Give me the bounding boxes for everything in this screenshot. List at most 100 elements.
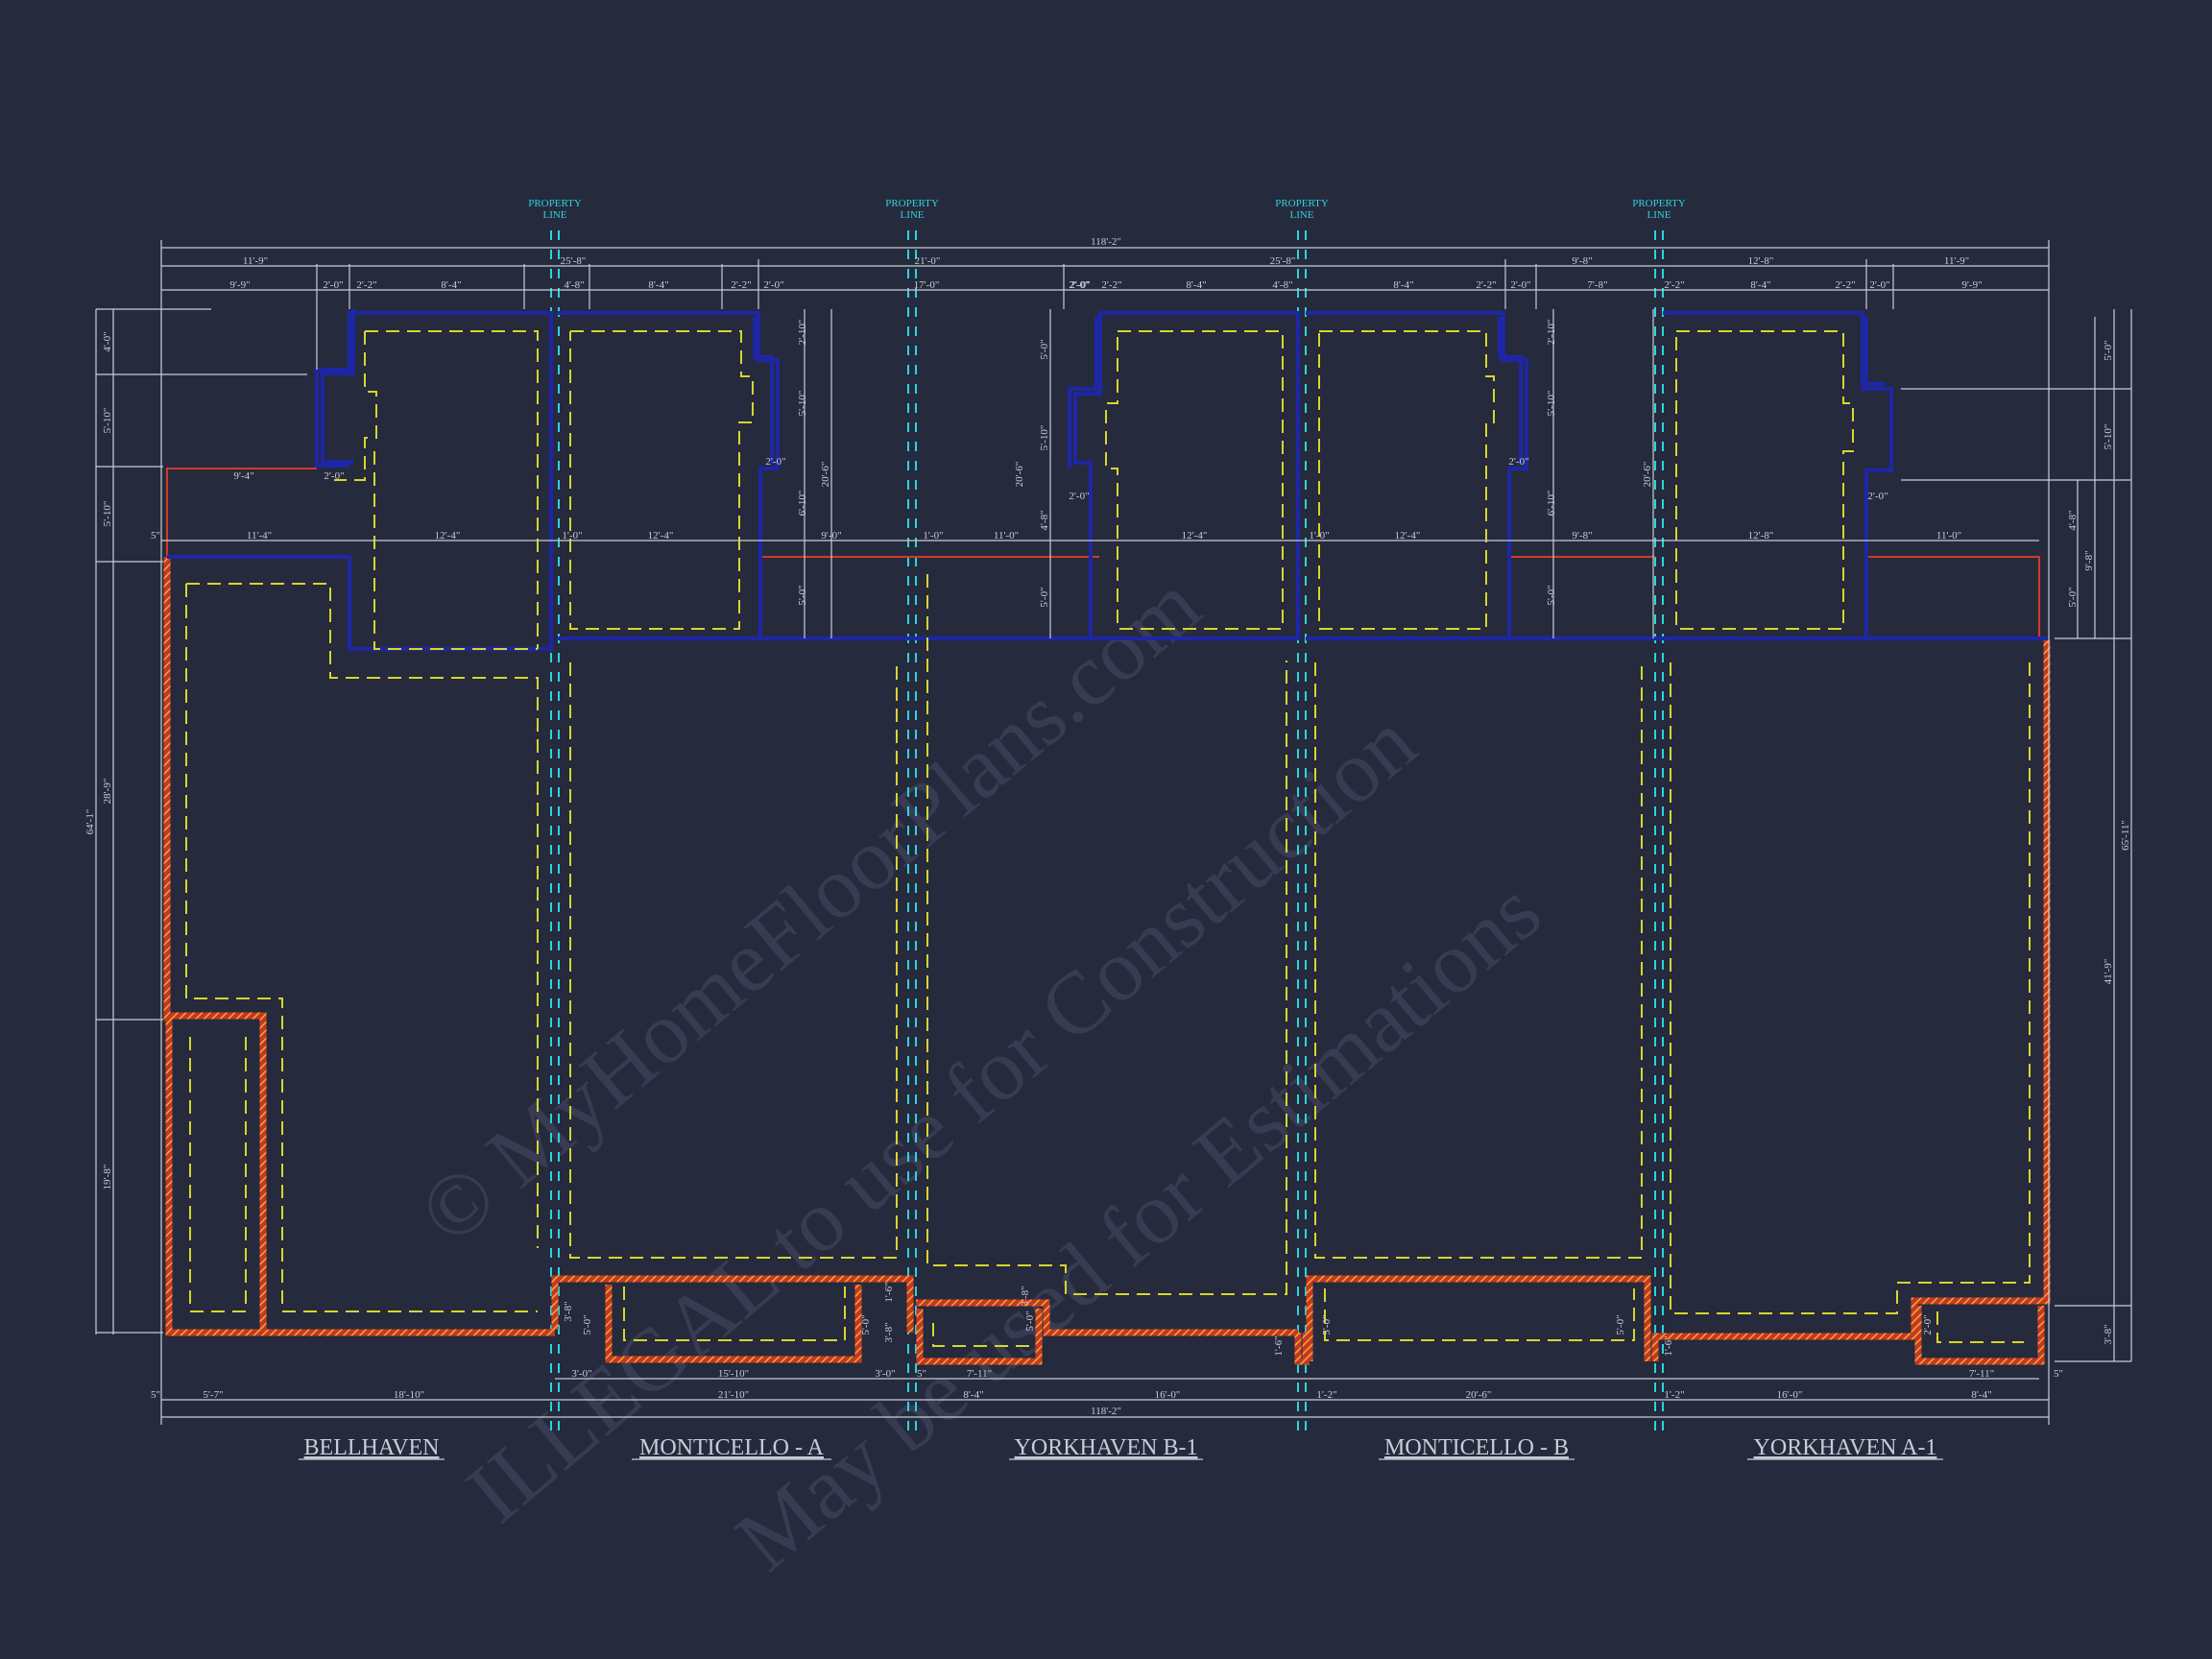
dim-bottom-row1: 5" [2054, 1368, 2063, 1380]
dim-bottom-row2: 8'-4" [963, 1389, 983, 1401]
dim-top-row2: 2'-0" [323, 279, 343, 291]
dim-inner-vertical: 5'-10" [797, 391, 808, 417]
dim-bottom-row1: 5" [917, 1368, 926, 1380]
dim-bottom-row2: 5" [151, 1389, 160, 1401]
dim-right-vertical: 41'-9" [2103, 959, 2114, 985]
dim-inner-vertical: 1'-6" [1273, 1335, 1285, 1356]
dim-top-row2: 17'-0" [914, 279, 940, 291]
dim-top-row2: 2'-2" [731, 279, 751, 291]
dim-top-row2: 2'-0" [1070, 279, 1090, 291]
dim-small: 2'-0" [765, 456, 785, 468]
dim-bottom-row1: 15'-10" [718, 1368, 749, 1380]
dim-right-vertical: 65'-11" [2120, 820, 2131, 851]
property-line-labels: PROPERTY LINE PROPERTY LINE PROPERTY LIN… [528, 198, 1686, 221]
dim-top-row2: 2'-2" [356, 279, 376, 291]
property-line-label: LINE [542, 209, 566, 221]
dim-top-row2: 8'-4" [1750, 279, 1770, 291]
watermark-line-1: © MyHomeFloorPlans.com [400, 555, 1217, 1262]
property-line-label: PROPERTY [1632, 198, 1686, 209]
slab-outline-hatched [163, 557, 2051, 1365]
dim-small: 2'-0" [324, 470, 344, 482]
unit-label-monticello-a: MONTICELLO - A [639, 1435, 825, 1460]
dim-top-row1: 11'-9" [1944, 255, 1969, 267]
dim-small: 2'-0" [1508, 456, 1528, 468]
dim-inner-vertical: 5'-0" [1039, 339, 1050, 359]
dim-left-vertical: 28'-9" [102, 779, 113, 805]
dim-mid-row: 11'-0" [1936, 530, 1961, 541]
dim-top-row2: 9'-9" [229, 279, 250, 291]
dim-mid-row: 1'-0" [562, 530, 582, 541]
dim-bottom-row2: 16'-0" [1155, 1389, 1181, 1401]
dim-inner-vertical: 2'-0" [1922, 1314, 1934, 1334]
slab-edge-lines [166, 468, 2040, 638]
dim-top-row2: 2'-2" [1101, 279, 1121, 291]
dim-top-row2: 2'-2" [1476, 279, 1496, 291]
dim-top-row1: 21'-0" [915, 255, 941, 267]
dim-total-top: 118'-2" [1091, 236, 1121, 248]
dim-bottom-row2: 5'-7" [203, 1389, 223, 1401]
vertical-dimension-texts: 4'-0" 5'-10" 5'-10" 28'-9" 19'-8" 64'-1"… [84, 320, 2131, 1357]
dim-top-row2: 8'-4" [441, 279, 461, 291]
dim-inner-vertical: 5'-10" [1039, 425, 1050, 451]
dim-mid-row: 9'-8" [1572, 530, 1592, 541]
dim-left-vertical: 19'-8" [102, 1165, 113, 1190]
dim-bottom-row1: 7'-11" [967, 1368, 992, 1380]
dim-top-row2: 7'-8" [1587, 279, 1607, 291]
unit-label-yorkhaven-b1: YORKHAVEN B-1 [1015, 1435, 1198, 1460]
dim-inner-vertical: 4'-8" [1039, 510, 1050, 530]
dim-inner-vertical: 5'-0" [1321, 1314, 1333, 1334]
dim-inner-vertical: 20'-6" [1014, 462, 1025, 488]
dim-top-row2: 2'-0" [1869, 279, 1889, 291]
dim-bottom-row1: 3'-0" [875, 1368, 895, 1380]
dim-inner-vertical: 2'-10" [797, 320, 808, 346]
dim-bottom-row2: 20'-6" [1466, 1389, 1492, 1401]
dim-mid-row: 12'-4" [648, 530, 674, 541]
watermark: © MyHomeFloorPlans.com ILLEGAL to use fo… [400, 555, 1558, 1589]
dim-top-row2: 4'-8" [564, 279, 584, 291]
dim-mid-row: 1'-0" [1309, 530, 1329, 541]
property-line-label: LINE [1647, 209, 1671, 221]
dim-bottom-row2: 18'-10" [394, 1389, 424, 1401]
dim-right-vertical: 9'-8" [2083, 550, 2095, 570]
dim-small: 2'-0" [1069, 279, 1089, 291]
dim-top-row1: 25'-8" [1270, 255, 1296, 267]
property-line-label: PROPERTY [1275, 198, 1329, 209]
dim-bottom-row1: 3'-0" [571, 1368, 591, 1380]
dim-top-row2: 2'-2" [1664, 279, 1684, 291]
dimension-texts: 118'-2" 118'-2" 11'-9" 25'-8" 21'-0" 25'… [151, 236, 2063, 1417]
dim-left-vertical: 4'-0" [102, 331, 113, 351]
dim-bottom-row2: 8'-4" [1971, 1389, 1991, 1401]
dim-inner-vertical: 20'-6" [820, 462, 831, 488]
dim-bottom-row2: 21'-10" [718, 1389, 749, 1401]
dim-top-row2: 8'-4" [1186, 279, 1206, 291]
dim-mid-row: 1'-0" [923, 530, 943, 541]
dim-inner-vertical: 2'-10" [1546, 320, 1557, 346]
dim-inner-vertical: 1'-6" [883, 1282, 895, 1302]
dim-left-vertical: 64'-1" [84, 809, 96, 835]
dim-inner-vertical: 5'-0" [797, 585, 808, 605]
dim-top-row1: 12'-8" [1748, 255, 1774, 267]
dim-mid-row: 12'-4" [1395, 530, 1421, 541]
dim-inner-vertical: 6'-10" [1546, 491, 1557, 517]
dim-bottom-row1: 7'-11" [1969, 1368, 1994, 1380]
dim-inner-vertical: 5'-0" [1546, 585, 1557, 605]
unit-label-bellhaven: BELLHAVEN [304, 1435, 440, 1460]
dim-mid-row: 5" [151, 530, 160, 541]
dim-inner-vertical: 5'-0" [1039, 587, 1050, 607]
dim-left-vertical: 5'-10" [102, 408, 113, 434]
dim-top-row2: 8'-4" [648, 279, 668, 291]
dim-inner-vertical: 5'-0" [860, 1314, 872, 1334]
dim-small: 9'-4" [233, 470, 253, 482]
dim-mid-row: 12'-4" [435, 530, 461, 541]
dim-inner-vertical: 3'-8" [883, 1322, 895, 1342]
property-line-label: LINE [900, 209, 924, 221]
property-line-label: PROPERTY [885, 198, 939, 209]
foundation-walls [167, 309, 2047, 651]
dim-inner-vertical: 3'-8" [563, 1301, 574, 1321]
dim-right-vertical: 5'-0" [2067, 587, 2079, 607]
dim-top-row2: 9'-9" [1961, 279, 1982, 291]
dim-bottom-row2: 16'-0" [1777, 1389, 1803, 1401]
dim-mid-row: 11'-0" [994, 530, 1019, 541]
dim-mid-row: 9'-0" [821, 530, 841, 541]
